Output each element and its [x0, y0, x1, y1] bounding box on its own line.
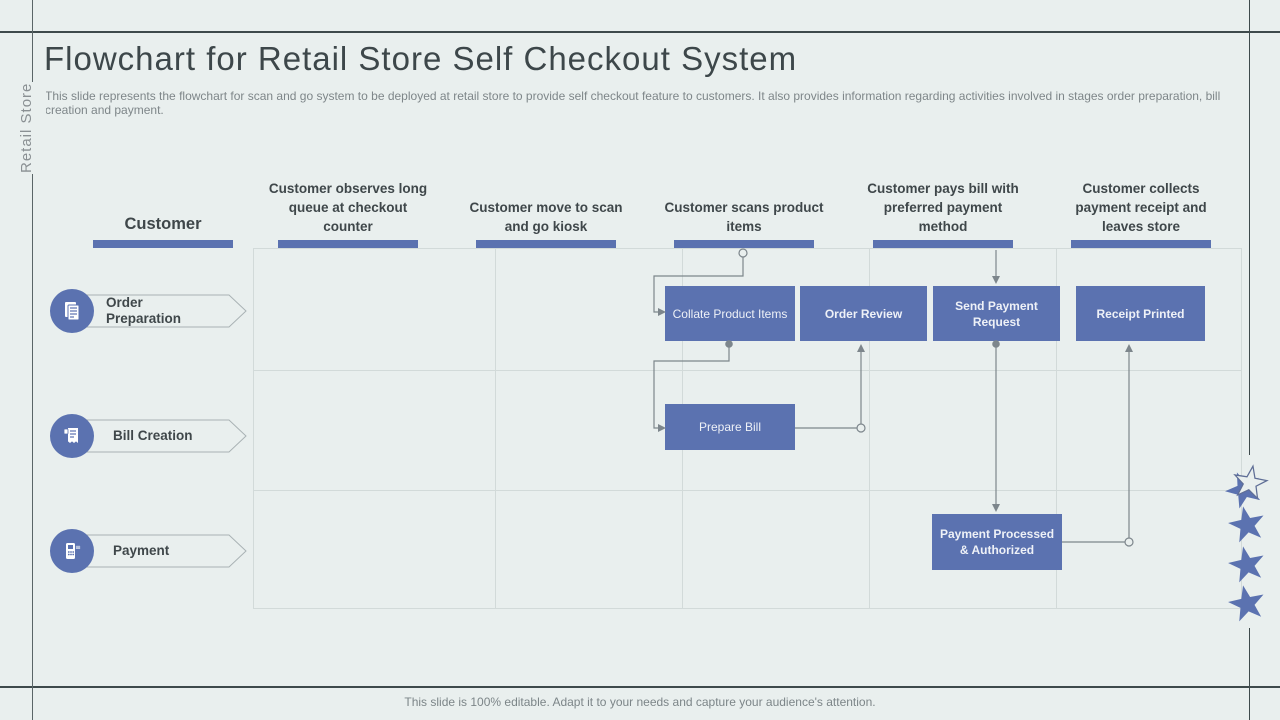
- frame-line-right-upper: [1249, 0, 1250, 455]
- flow-node-prepare-bill: Prepare Bill: [665, 404, 795, 450]
- footer-note: This slide is 100% editable. Adapt it to…: [404, 695, 876, 709]
- column-bar: [93, 240, 233, 248]
- frame-line-bottom: [0, 686, 1280, 688]
- column-bar: [476, 240, 616, 248]
- flow-node-collate-product-items: Collate Product Items: [665, 286, 795, 341]
- column-header: Customer pays bill with preferred paymen…: [867, 181, 1019, 234]
- frame-line-top: [0, 31, 1280, 33]
- lane-icon-circle: [50, 529, 94, 573]
- column-bar: [873, 240, 1013, 248]
- flow-node-payment-processed: Payment Processed & Authorized: [932, 514, 1062, 570]
- grid-line: [1056, 249, 1057, 608]
- column-header: Customer scans product items: [664, 200, 824, 234]
- payment-terminal-icon: [66, 543, 81, 559]
- lane-label: Order Preparation: [106, 295, 182, 326]
- lane-label: Payment: [113, 543, 170, 558]
- column-header: Customer observes long queue at checkout…: [268, 181, 428, 234]
- frame-line-left: [32, 0, 33, 720]
- column-header: Customer move to scan and go kiosk: [469, 200, 623, 234]
- column-header: Customer collects payment receipt and le…: [1075, 181, 1207, 234]
- flow-node-receipt-printed: Receipt Printed: [1076, 286, 1205, 341]
- frame-line-right-lower: [1249, 628, 1250, 720]
- slide-description: This slide represents the flowchart for …: [45, 89, 1221, 117]
- lane-icon-circle: [50, 289, 94, 333]
- grid-line: [869, 249, 870, 608]
- lane-label: Bill Creation: [113, 428, 193, 443]
- side-vertical-label: Retail Store: [18, 82, 46, 174]
- grid-line: [495, 249, 496, 608]
- lane-icon-circle: [50, 414, 94, 458]
- grid-line: [254, 490, 1241, 491]
- order-document-icon: [65, 302, 80, 321]
- bill-receipt-icon: [63, 428, 78, 443]
- page-title: Flowchart for Retail Store Self Checkout…: [44, 40, 798, 77]
- flow-node-order-review: Order Review: [800, 286, 927, 341]
- column-bar: [278, 240, 418, 248]
- column-bar: [1071, 240, 1211, 248]
- column-header-customer: Customer: [124, 215, 202, 233]
- column-bar: [674, 240, 814, 248]
- flow-node-send-payment-request: Send Payment Request: [933, 286, 1060, 341]
- grid-line: [254, 370, 1241, 371]
